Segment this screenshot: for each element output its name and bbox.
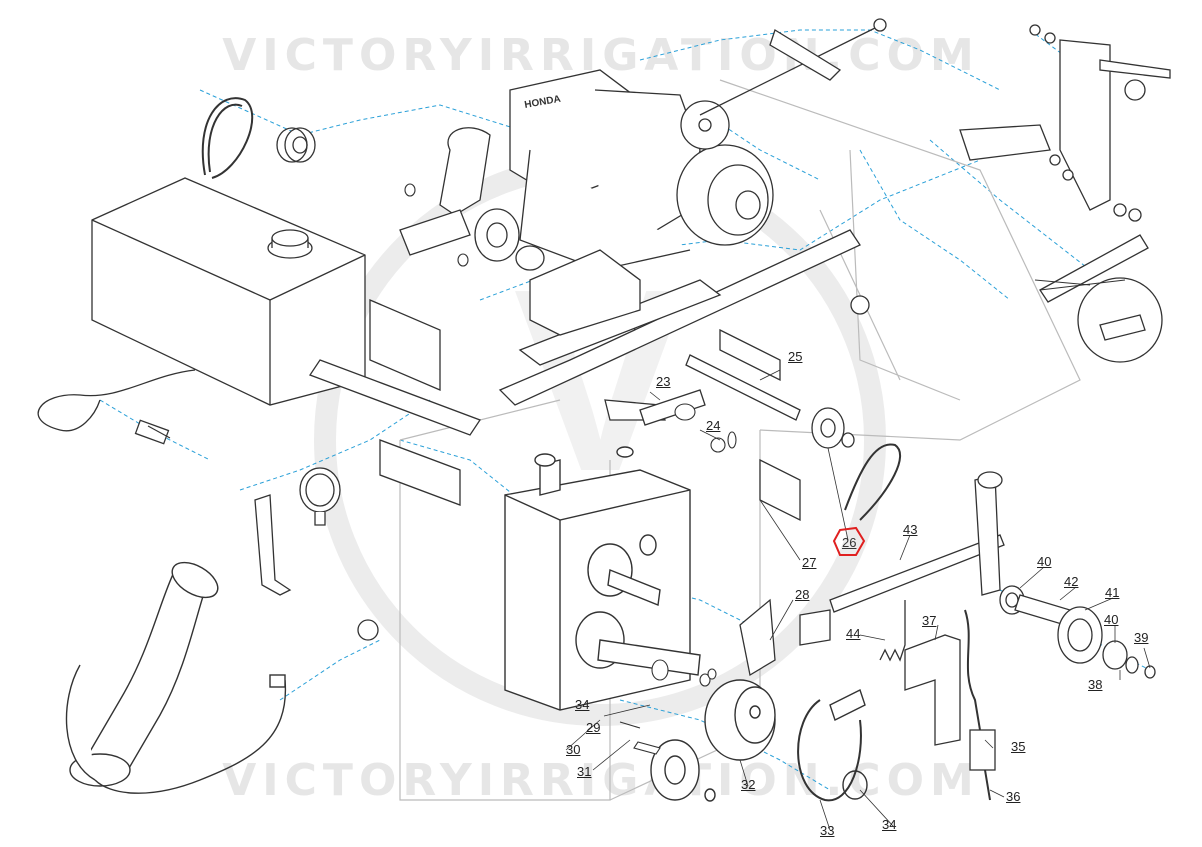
belt-top-left	[201, 97, 254, 179]
callout-24: 24	[706, 418, 721, 433]
fuel-tank	[91, 177, 366, 406]
adjust-knobs	[357, 79, 1146, 641]
belt-right	[844, 443, 901, 521]
shafts	[639, 234, 1149, 426]
callout-40-upper: 40	[1037, 554, 1052, 569]
throttle-cable	[964, 609, 996, 801]
callout-32: 32	[741, 777, 756, 792]
callout-44: 44	[846, 626, 861, 641]
bracket-37	[904, 634, 961, 746]
clutch-assembly	[650, 679, 868, 802]
callout-30: 30	[566, 742, 581, 757]
discharge-pipe	[65, 561, 287, 794]
callout-34-upper: 34	[575, 697, 590, 712]
callout-34-lower: 34	[882, 817, 897, 832]
top-right-linkage	[1029, 24, 1171, 363]
gearbox	[504, 446, 701, 711]
throttle-linkage	[699, 18, 887, 116]
callout-37: 37	[922, 613, 937, 628]
callout-33: 33	[820, 823, 835, 838]
callout-40-lower: 40	[1104, 612, 1119, 627]
jackshaft-pulley	[811, 407, 855, 449]
callout-28: 28	[795, 587, 810, 602]
callout-41: 41	[1105, 585, 1120, 600]
detail-circle	[1034, 279, 1126, 291]
highlight-hexagon-26	[832, 526, 866, 556]
pulley-set-right	[999, 585, 1156, 679]
callout-36: 36	[1006, 789, 1021, 804]
pulley-top-left	[276, 127, 316, 163]
callout-29: 29	[586, 720, 601, 735]
callout-35: 35	[1011, 739, 1026, 754]
callout-38: 38	[1088, 677, 1103, 692]
callout-42: 42	[1064, 574, 1079, 589]
engine	[399, 69, 774, 271]
callout-43: 43	[903, 522, 918, 537]
callout-27: 27	[802, 555, 817, 570]
clutch-lever	[739, 471, 1005, 677]
callout-26: 26	[842, 535, 857, 550]
spring-44	[879, 600, 906, 662]
callout-31: 31	[577, 764, 592, 779]
callout-39: 39	[1134, 630, 1149, 645]
fuel-hose	[37, 369, 196, 445]
callout-25: 25	[788, 349, 803, 364]
callout-23: 23	[656, 374, 671, 389]
leader-lines	[565, 369, 1151, 831]
small-hardware	[147, 183, 737, 755]
mounting-rails	[309, 124, 1051, 522]
pressure-gauge	[254, 467, 341, 596]
